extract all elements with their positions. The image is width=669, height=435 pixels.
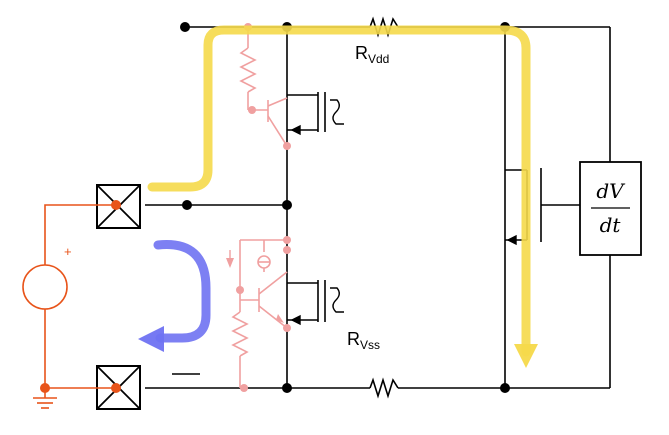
- yellow-arrowhead: [514, 344, 538, 368]
- yellow-current-path: [147, 25, 531, 357]
- rvss-label: RVss: [347, 329, 380, 352]
- dvdt-numerator: dV: [596, 179, 626, 203]
- circuit-wiring: [145, 26, 611, 389]
- dvdt-denominator: dt: [600, 213, 622, 237]
- junction-dots: [180, 22, 510, 393]
- source-plus-sign: +: [64, 244, 72, 259]
- blue-current-path: [153, 240, 211, 343]
- rvss-resistor: [369, 377, 399, 399]
- parasitic-devices: [231, 27, 288, 388]
- rvdd-label: RVdd: [355, 43, 389, 66]
- mosfet-gate-symbols: [290, 99, 517, 326]
- esd-source-circuit: [22, 204, 116, 409]
- blue-arrowhead: [138, 326, 164, 352]
- source-nodes: [40, 200, 121, 393]
- parasitic-nodes: [226, 23, 291, 392]
- rvdd-resistor: [369, 16, 399, 38]
- dvdt-detector-box: [579, 161, 642, 256]
